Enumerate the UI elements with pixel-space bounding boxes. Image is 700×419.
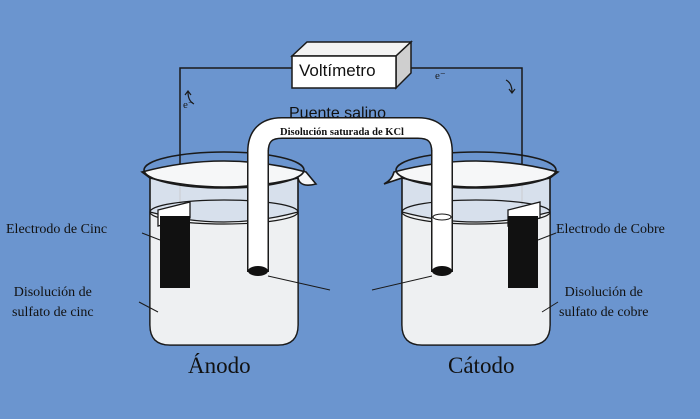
copper-electrode-label: Electrodo de Cobre: [556, 222, 665, 237]
zinc-solution-line1: Disolución de: [13, 285, 92, 300]
voltmeter-label: Voltímetro: [299, 61, 376, 80]
label-leader-lines: [138, 232, 559, 313]
electron-label-right: e⁻: [435, 70, 446, 82]
zinc-solution-label: Disolución de sulfato de cinc: [12, 283, 94, 324]
salt-bridge-end-right: [432, 266, 452, 276]
electron-arrow-left: [184, 90, 195, 105]
salt-bridge-level-right: [432, 213, 452, 221]
salt-bridge-end-left: [248, 266, 268, 276]
zinc-electrode-label: Electrodo de Cinc: [6, 222, 108, 237]
salt-bridge-title: Puente salino: [289, 105, 386, 122]
anode-label: Ánodo: [188, 353, 251, 378]
electron-arrow-right: [505, 79, 516, 94]
copper-solution-label: Disolución de sulfato de cobre: [559, 283, 648, 324]
copper-solution-line1: Disolución de: [564, 285, 643, 300]
copper-electrode: [507, 201, 541, 288]
voltmeter-box: [290, 40, 413, 90]
external-circuit-wires: [179, 67, 523, 205]
copper-solution-line2: sulfato de cobre: [559, 305, 649, 321]
salt-bridge-tube: [247, 117, 453, 272]
cathode-label: Cátodo: [448, 353, 515, 378]
zinc-electrode: [157, 201, 191, 288]
salt-bridge-subtitle: Disolución saturada de KCl: [280, 127, 404, 138]
zinc-solution-line2: sulfato de cinc: [12, 305, 94, 321]
salt-bridge-legs: [247, 150, 453, 272]
electron-label-left: e⁻: [183, 99, 194, 111]
